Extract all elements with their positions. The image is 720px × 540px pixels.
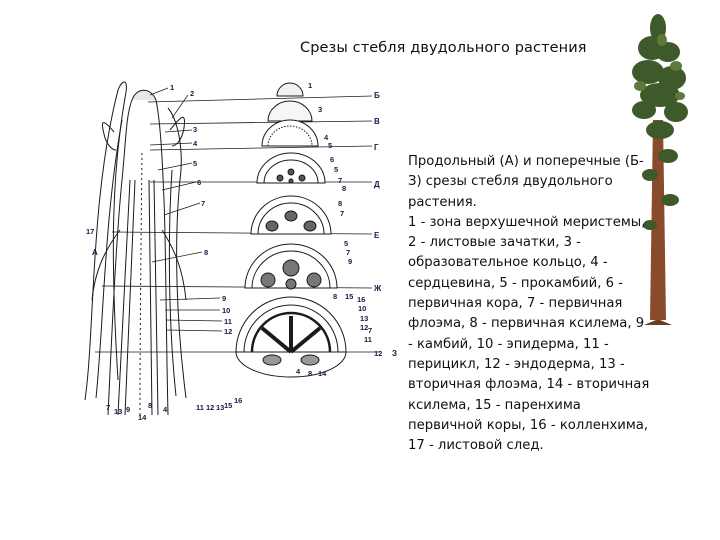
label-section-a: А: [92, 248, 98, 257]
label-section-b: Б: [374, 91, 380, 100]
label-left-8: 8: [148, 401, 152, 410]
label-d-8: 8: [342, 184, 346, 193]
label-section-g: Г: [374, 143, 379, 152]
label-bottom-16: 16: [234, 396, 242, 405]
label-bottom-15: 15: [224, 401, 232, 410]
section-level-lines: [95, 96, 380, 352]
label-zh-12b: 12: [374, 349, 382, 358]
label-v-3: 3: [318, 105, 322, 114]
label-zh-16: 16: [357, 295, 365, 304]
label-zh-13: 13: [360, 314, 368, 323]
cross-sections: [236, 83, 346, 377]
label-section-e: Е: [374, 231, 380, 240]
label-zh-11: 11: [364, 335, 372, 344]
longitudinal-section: [85, 82, 186, 415]
label-d-5: 5: [334, 165, 338, 174]
label-left-7: 7: [106, 403, 110, 412]
caption-intro: Продольный (А) и поперечные (Б-З) срезы …: [408, 152, 653, 213]
label-section-z: З: [392, 349, 397, 358]
label-e-5: 5: [344, 239, 348, 248]
label-section-d: Д: [374, 180, 380, 189]
section-letter-labels: Б В Г Д Е Ж З А: [92, 91, 397, 358]
label-right-7: 7: [201, 199, 205, 208]
label-zh-10: 10: [358, 304, 366, 313]
longitudinal-labels-right: [150, 88, 222, 331]
label-b-1: 1: [308, 81, 312, 90]
label-zh-15: 15: [345, 292, 353, 301]
caption-legend: 1 - зона верхушечной меристемы, 2 - лист…: [408, 213, 653, 457]
label-right-2: 2: [190, 89, 194, 98]
label-right-3: 3: [193, 125, 197, 134]
label-right-6: 6: [197, 178, 201, 187]
label-left-14: 14: [138, 413, 147, 422]
label-z-8: 8: [308, 369, 312, 378]
label-right-12: 12: [224, 327, 232, 336]
label-right-4: 4: [193, 139, 198, 148]
label-g-5: 5: [328, 141, 332, 150]
label-e-7: 7: [340, 209, 344, 218]
label-section-zh: Ж: [373, 284, 382, 293]
label-section-v: В: [374, 117, 380, 126]
label-right-9: 9: [222, 294, 226, 303]
label-left-13: 13: [114, 407, 122, 416]
label-e-9: 9: [348, 257, 352, 266]
caption-text: Продольный (А) и поперечные (Б-З) срезы …: [408, 152, 653, 456]
label-e-8: 8: [338, 199, 342, 208]
label-left-9: 9: [126, 405, 130, 414]
label-right-1: 1: [170, 83, 174, 92]
label-left-17: 17: [86, 227, 94, 236]
label-z-14: 14: [318, 369, 327, 378]
label-right-5: 5: [193, 159, 197, 168]
label-right-8: 8: [204, 248, 208, 257]
label-right-11: 11: [224, 317, 232, 326]
label-left-4: 4: [163, 405, 168, 414]
label-zh-8: 8: [333, 292, 337, 301]
label-bottom-11: 11: [196, 403, 204, 412]
label-right-10: 10: [222, 306, 230, 315]
label-bottom-12: 12: [206, 403, 214, 412]
label-z-4: 4: [296, 367, 301, 376]
label-d-6: 6: [330, 155, 334, 164]
label-e-7b: 7: [346, 248, 350, 257]
label-zh-7: 7: [368, 326, 372, 335]
